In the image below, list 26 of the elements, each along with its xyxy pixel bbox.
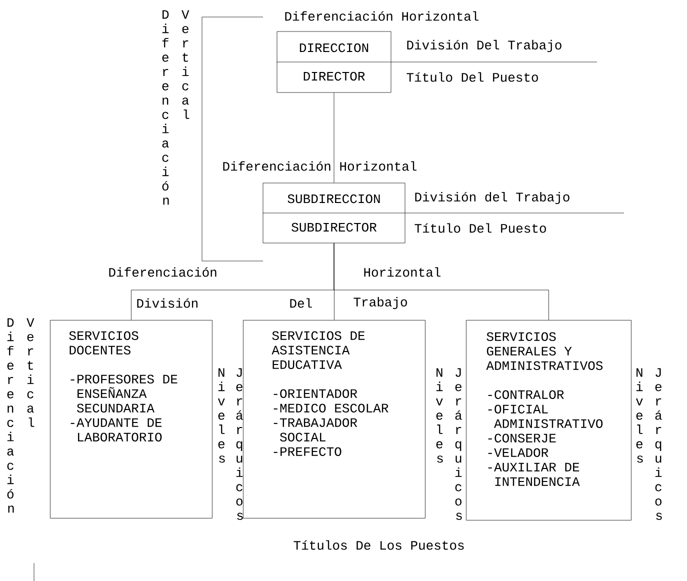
heading-label: Títulos De Los Puestos — [294, 540, 464, 550]
vertical-label: Niveles — [436, 368, 443, 463]
vertical-label: Jerárquicos — [236, 368, 243, 520]
connector-line — [334, 243, 549, 320]
title-box: DIRECCION DIRECTOR — [276, 31, 392, 93]
level-caption: División del Trabajo — [415, 192, 570, 204]
vertical-label: Vertical — [26, 318, 34, 427]
level-caption: División Del Trabajo — [407, 40, 562, 52]
heading-label: Del — [290, 298, 312, 308]
vertical-label: Vertical — [182, 10, 190, 119]
department-box: SERVICIOS DOCENTES -PROFESORES DE ENSEÑANZA SECUNDARIA -AYUDANTE DE LABORATORIO — [50, 320, 212, 518]
heading-label: Trabajo — [354, 296, 407, 310]
vertical-label: Jerárquicos — [655, 368, 662, 520]
title-box: SUBDIRECCION SUBDIRECTOR — [262, 182, 406, 244]
vertical-label: Niveles — [218, 368, 225, 463]
level-caption: Título Del Puesto — [406, 72, 538, 82]
heading-label: Diferenciación — [109, 267, 216, 277]
vertical-label: Diferenciación — [162, 10, 169, 205]
vertical-label: Diferenciación — [7, 318, 14, 513]
heading-label: Diferenciación Horizontal — [223, 161, 416, 171]
department-box: SERVICIOS DE ASISTENCIA EDUCATIVA -ORIENTADOR -MEDICO ESCOLAR -TRABAJADOR SOCIAL -PREFECTO — [243, 320, 426, 518]
department-box: SERVICIOS GENERALES Y ADMINISTRATIVOS -CONTRALOR -OFICIAL ADMINISTRATIVO -CONSERJE -VELADOR -AUXILIAR DE INTENDENCIA — [466, 320, 632, 520]
heading-label: División — [137, 298, 198, 308]
heading-label: Horizontal — [364, 267, 440, 277]
level-caption: Título Del Puesto — [414, 223, 546, 233]
vertical-label: Jerárquicos — [455, 368, 462, 520]
